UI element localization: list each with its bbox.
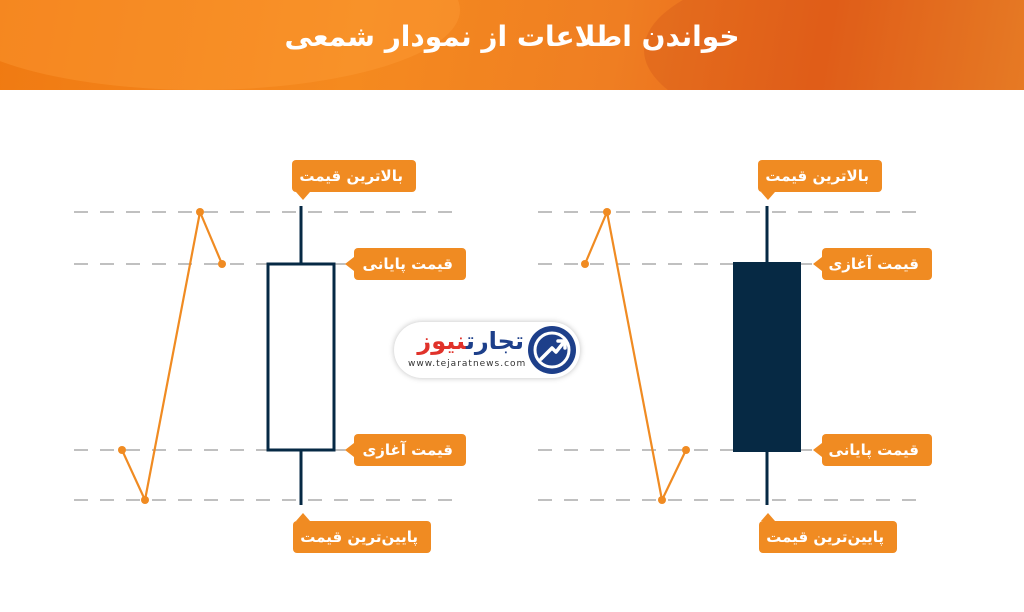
label-right-high: بالاترین قیمت xyxy=(758,160,882,192)
label-pointer xyxy=(345,443,354,457)
page-title: خواندن اطلاعات از نمودار شمعی xyxy=(284,20,740,53)
logo-brand-part2: نیوز xyxy=(417,327,466,355)
bearish-candle-body xyxy=(733,262,801,452)
price-point-right-low xyxy=(658,496,666,504)
price-point-left-low xyxy=(141,496,149,504)
logo-brand-part1: تجارت xyxy=(465,327,524,355)
label-left-close: قیمت پایانی xyxy=(354,248,466,280)
label-left-high: بالاترین قیمت xyxy=(292,160,416,192)
header-banner: خواندن اطلاعات از نمودار شمعی xyxy=(0,0,1024,90)
price-point-right-open xyxy=(581,260,589,268)
price-path-left xyxy=(121,210,224,502)
label-left-low: پایین‌ترین قیمت xyxy=(293,521,431,553)
price-point-right-close xyxy=(682,446,690,454)
price-path-right xyxy=(583,210,687,502)
price-point-left-close xyxy=(218,260,226,268)
price-point-right-high xyxy=(603,208,611,216)
label-right-close: قیمت پایانی xyxy=(822,434,932,466)
label-right-open: قیمت آغازی xyxy=(822,248,932,280)
label-left-open: قیمت آغازی xyxy=(354,434,466,466)
label-pointer xyxy=(761,513,775,521)
arrow-chart-icon xyxy=(528,326,576,374)
bullish-candle-body xyxy=(266,262,336,452)
label-right-low: پایین‌ترین قیمت xyxy=(759,521,897,553)
label-pointer xyxy=(345,257,354,271)
label-pointer xyxy=(761,192,775,200)
logo-brand-text: تجارتنیوز xyxy=(417,327,524,355)
header-wave-decoration xyxy=(644,0,1024,90)
price-point-left-open xyxy=(118,446,126,454)
price-point-left-high xyxy=(196,208,204,216)
label-pointer xyxy=(296,192,310,200)
label-pointer xyxy=(296,513,310,521)
logo-url: www.tejaratnews.com xyxy=(408,359,527,369)
label-pointer xyxy=(813,443,822,457)
brand-logo: تجارتنیوز www.tejaratnews.com xyxy=(394,322,580,378)
label-pointer xyxy=(813,257,822,271)
